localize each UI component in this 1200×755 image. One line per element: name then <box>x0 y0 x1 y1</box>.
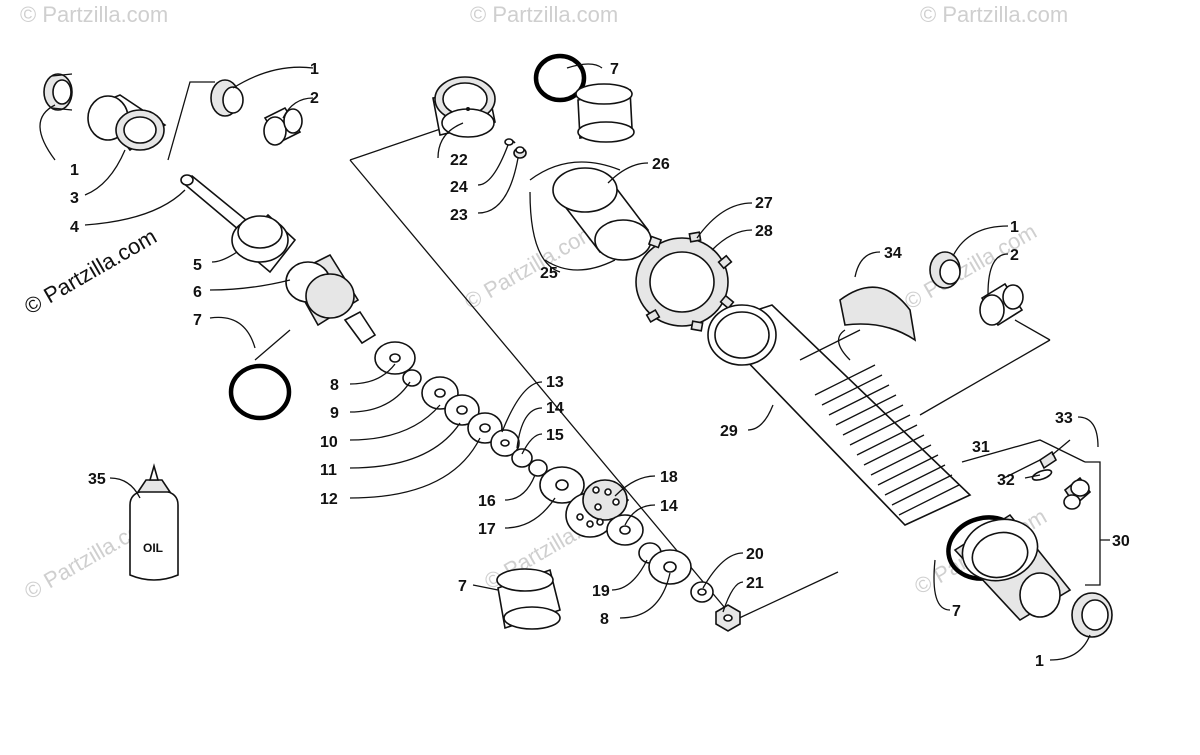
callout-32: 32 <box>997 472 1015 489</box>
band-7-lower <box>496 568 561 630</box>
sleeve-2-upper <box>263 106 303 146</box>
washer-9 <box>402 369 422 387</box>
callout-21: 21 <box>746 575 764 592</box>
bottle-label: OIL <box>143 541 163 555</box>
callout-2: 2 <box>1010 247 1019 264</box>
callout-14: 14 <box>660 498 678 515</box>
screw-33 <box>1038 450 1058 470</box>
sleeve-2-right <box>979 282 1024 327</box>
callout-19: 19 <box>592 583 610 600</box>
callout-6: 6 <box>193 284 202 301</box>
callout-30: 30 <box>1112 533 1130 550</box>
callout-27: 27 <box>755 195 773 212</box>
spring-collar-27-28 <box>635 231 735 332</box>
callout-20: 20 <box>746 546 764 563</box>
callout-10: 10 <box>320 434 338 451</box>
callout-31: 31 <box>972 439 990 456</box>
callout-26: 26 <box>652 156 670 173</box>
shock-body-29 <box>707 304 972 526</box>
callout-7: 7 <box>458 578 467 595</box>
callout-28: 28 <box>755 223 773 240</box>
callout-35: 35 <box>88 471 106 488</box>
seal-head-5 <box>231 213 297 274</box>
o-ring-32 <box>1031 469 1053 481</box>
washer-16 <box>528 459 548 477</box>
callout-29: 29 <box>720 423 738 440</box>
callout-labels: 1 2 1 3 4 5 6 7 8 9 10 11 12 13 14 15 16… <box>70 61 1130 670</box>
assembly-outline-lines <box>167 81 1086 621</box>
callout-24: 24 <box>450 179 468 196</box>
callout-7: 7 <box>610 61 619 78</box>
callout-16: 16 <box>478 493 496 510</box>
callout-12: 12 <box>320 491 338 508</box>
watermark-main: © Partzilla.com <box>20 224 161 320</box>
watermark-text: © Partzilla.com <box>920 2 1068 27</box>
callout-7: 7 <box>952 603 961 620</box>
callout-17: 17 <box>478 521 496 538</box>
callout-9: 9 <box>330 405 339 422</box>
shim-stack <box>374 341 741 632</box>
band-7-top <box>575 83 635 143</box>
eyelet-3 <box>87 94 167 152</box>
piston-body-6 <box>285 253 377 345</box>
valve-assembly-31 <box>1031 439 1092 510</box>
watermark-text: © Partzilla.com <box>460 219 601 315</box>
callout-5: 5 <box>193 257 202 274</box>
floating-piston-26 <box>529 161 652 271</box>
callout-23: 23 <box>450 207 468 224</box>
bushing-1-upper <box>210 79 244 117</box>
washer-15 <box>511 448 533 468</box>
watermark-text: © Partzilla.com <box>470 2 618 27</box>
oil-bottle-35: OIL <box>129 463 179 581</box>
leader-lines <box>39 63 1110 661</box>
callout-1: 1 <box>310 61 319 78</box>
end-cap-30 <box>953 513 1113 638</box>
piston-18 <box>565 479 630 538</box>
cap-22 <box>432 76 496 138</box>
valve-23 <box>513 146 527 159</box>
right-upper-parts <box>929 251 1024 327</box>
callout-8: 8 <box>330 377 339 394</box>
callout-4: 4 <box>70 219 79 236</box>
reservoir-parts <box>432 76 735 332</box>
callout-34: 34 <box>884 245 902 262</box>
callout-14: 14 <box>546 400 564 417</box>
o-ring-7-left <box>228 363 292 421</box>
callout-3: 3 <box>70 190 79 207</box>
callout-13: 13 <box>546 374 564 391</box>
callout-33: 33 <box>1055 410 1073 427</box>
callout-1: 1 <box>70 162 79 179</box>
callout-7: 7 <box>193 312 202 329</box>
watermark-text: © Partzilla.com <box>20 2 168 27</box>
spring-seat-34 <box>839 286 917 342</box>
callout-25: 25 <box>540 265 558 282</box>
o-ring-7-top <box>533 53 587 103</box>
callout-2: 2 <box>310 90 319 107</box>
callout-8: 8 <box>600 611 609 628</box>
bushing-1-left <box>43 73 73 111</box>
left-upper-parts <box>43 73 377 345</box>
callout-11: 11 <box>320 462 337 479</box>
callout-1: 1 <box>1035 653 1044 670</box>
callout-1: 1 <box>1010 219 1019 236</box>
callout-22: 22 <box>450 152 468 169</box>
callout-15: 15 <box>546 427 564 444</box>
callout-18: 18 <box>660 469 678 486</box>
